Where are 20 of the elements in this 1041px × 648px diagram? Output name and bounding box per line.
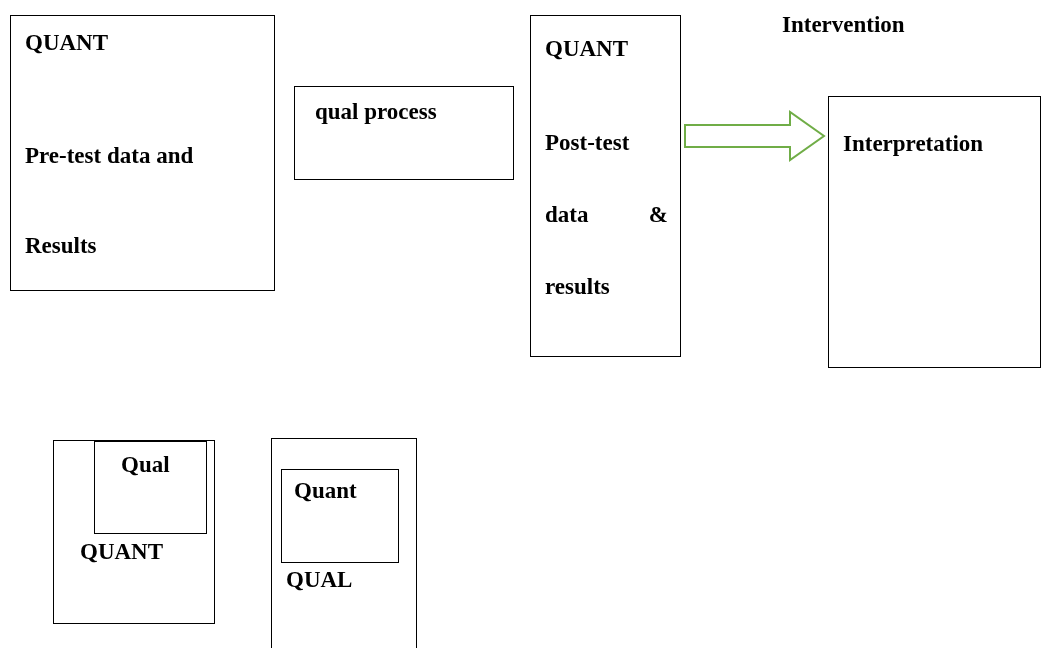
box-heading: QUAL bbox=[286, 566, 354, 594]
box-text: Pre-test data and Results bbox=[25, 141, 195, 260]
process-box bbox=[10, 15, 275, 291]
box-heading: Interpretation bbox=[843, 130, 985, 158]
annotation-label: Intervention bbox=[782, 11, 905, 39]
process-box bbox=[271, 438, 417, 648]
box-heading: QUANT bbox=[80, 538, 165, 566]
process-box bbox=[53, 440, 215, 624]
process-box bbox=[294, 86, 514, 180]
process-box bbox=[281, 469, 399, 563]
process-box bbox=[530, 15, 681, 357]
box-text: Post-test data & results bbox=[545, 128, 668, 301]
box-heading: Qual bbox=[121, 451, 171, 479]
process-box bbox=[828, 96, 1041, 368]
box-heading: QUANT bbox=[545, 35, 630, 63]
process-box bbox=[94, 441, 207, 534]
box-heading: Quant bbox=[294, 477, 358, 505]
box-heading: QUANT bbox=[25, 29, 110, 57]
box-heading: qual process bbox=[315, 98, 438, 126]
block-arrow bbox=[684, 110, 826, 162]
